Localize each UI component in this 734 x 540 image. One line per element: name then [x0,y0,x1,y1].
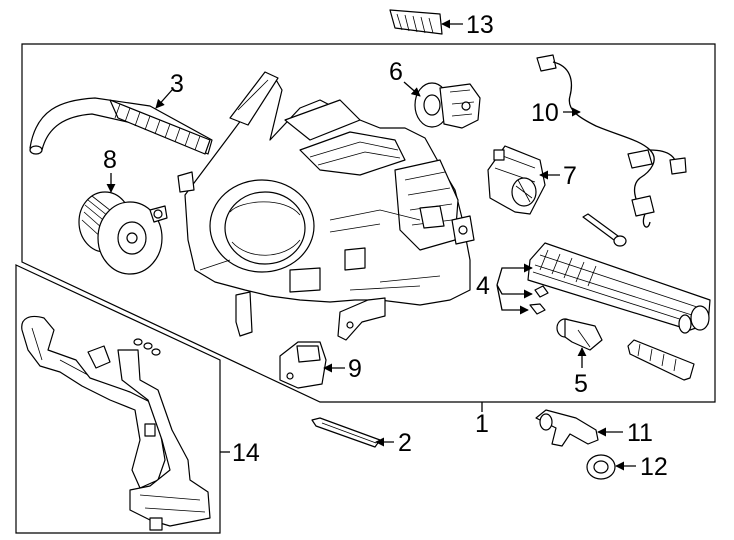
callout-10: 10 [531,99,559,127]
part-10-wire-harness [536,54,687,228]
main-assembly-boundary [21,43,716,403]
leader-4-c [496,284,529,315]
part-11-connector [535,409,599,447]
callout-6: 6 [389,58,403,86]
part-7-actuator [487,145,546,215]
callout-11: 11 [627,419,653,447]
sensor-part [582,213,627,247]
part-4-evaporator [527,242,711,334]
part-5-bushing [556,318,603,351]
part-6-actuator [414,82,481,129]
bracket-part [627,339,695,381]
callout-13: 13 [466,11,494,39]
part-3-duct [29,97,213,155]
callout-5: 5 [574,370,588,398]
pipe-assembly-boundary [15,264,221,534]
callout-7: 7 [563,162,577,190]
callout-3: 3 [170,70,184,98]
callout-2: 2 [398,429,412,457]
part-8-blower-motor [78,191,168,275]
part-9-control-module [279,341,327,389]
leader-4-b [496,284,533,299]
part-12-grommet [586,454,616,480]
callout-9: 9 [348,355,362,383]
leader-4-a [496,263,533,286]
part-2-filter [311,417,381,448]
part-13-clip [389,9,443,35]
callout-14: 14 [232,439,260,467]
callout-1: 1 [475,410,489,438]
part-14-pipe-assembly [21,315,211,531]
callout-12: 12 [640,453,668,481]
part-1-hvac-case [177,71,475,341]
leader-3 [155,89,173,109]
callout-4: 4 [476,272,490,300]
leader-6 [403,81,421,97]
callout-8: 8 [103,146,117,174]
